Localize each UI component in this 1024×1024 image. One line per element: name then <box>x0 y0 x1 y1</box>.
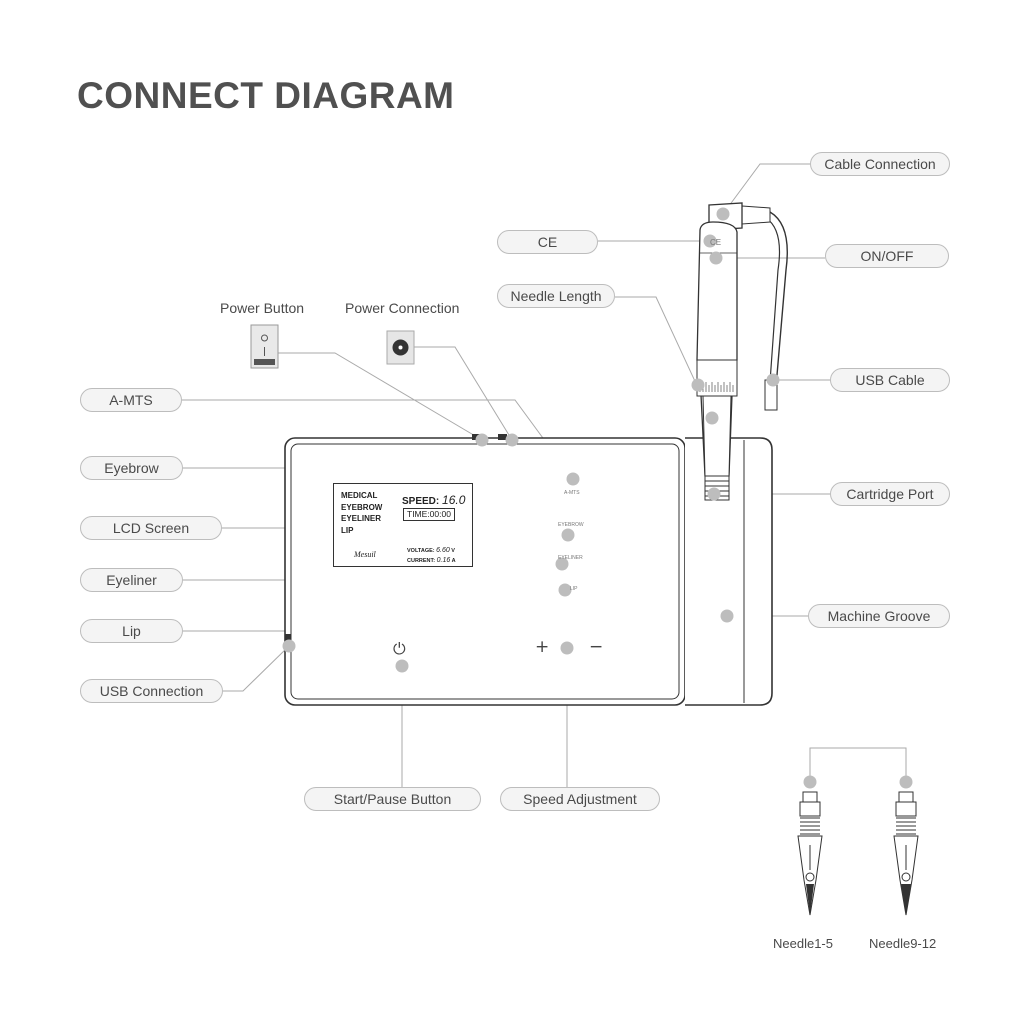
control-box <box>284 434 686 706</box>
dot-speed-adjustment <box>560 641 574 655</box>
label-start-pause: Start/Pause Button <box>304 787 481 811</box>
caption-needle-9-12: Needle9-12 <box>869 936 937 951</box>
power-jack-slot <box>498 434 507 440</box>
label-ce: CE <box>497 230 598 254</box>
control-box-outer <box>284 437 686 706</box>
lcd-voltage-value: 6.60 <box>436 547 450 554</box>
lcd-screen: MEDICAL EYEBROW EYELINER LIP SPEED: 16.0… <box>333 483 473 567</box>
lcd-mode-eyeliner: EYELINER <box>341 514 382 523</box>
dot-needle-9-12 <box>899 775 913 789</box>
lcd-mode-lip: LIP <box>341 525 354 535</box>
lcd-current: CURRENT: 0.16 A <box>407 557 456 564</box>
dot-on-off <box>709 251 723 265</box>
caption-power-connection: Power Connection <box>345 300 460 316</box>
lcd-speed: SPEED: 16.0 <box>402 493 465 507</box>
label-machine-groove: Machine Groove <box>808 604 950 628</box>
device-label-eyebrow: EYEBROW <box>558 522 584 528</box>
lcd-mode-medical: MEDICAL <box>341 491 378 500</box>
lcd-current-label: CURRENT: <box>407 558 436 564</box>
lcd-brand: Mesuil <box>354 550 376 559</box>
dot-power-connection <box>505 433 519 447</box>
label-cable-connection: Cable Connection <box>810 152 950 176</box>
label-eyebrow: Eyebrow <box>80 456 183 480</box>
page-title: CONNECT DIAGRAM <box>77 75 455 116</box>
label-on-off: ON/OFF <box>825 244 949 268</box>
usb-port-slot <box>285 634 291 644</box>
leader-power-button <box>278 352 483 441</box>
label-usb-connection: USB Connection <box>80 679 223 703</box>
dot-ce <box>703 234 717 248</box>
power-connection-icon <box>386 330 415 365</box>
leader-needle-length <box>615 296 713 419</box>
device-label-a-mts: A-MTS <box>564 490 580 496</box>
dot-needle-1-5 <box>803 775 817 789</box>
caption-power-button: Power Button <box>220 300 305 316</box>
usb-cable-wire <box>769 211 788 411</box>
callout-dots <box>282 207 913 789</box>
label-cartridge-port: Cartridge Port <box>830 482 950 506</box>
machine-dock-body <box>685 437 773 706</box>
lcd-voltage: VOLTAGE: 6.60 V <box>407 547 455 554</box>
lcd-speed-label: SPEED: <box>402 496 440 507</box>
dot-machine-groove <box>720 609 734 623</box>
leader-cable-connection <box>722 163 810 215</box>
caption-needle-1-5: Needle1-5 <box>773 936 833 951</box>
label-lcd-screen: LCD Screen <box>80 516 222 540</box>
label-a-mts: A-MTS <box>80 388 182 412</box>
minus-icon: − <box>589 637 604 657</box>
lcd-mode-eyebrow: EYEBROW <box>341 502 383 512</box>
label-lip: Lip <box>80 619 183 643</box>
power-symbol-icon: ⏻ <box>393 639 406 658</box>
label-needle-length: Needle Length <box>497 284 615 308</box>
lcd-mode-list: MEDICAL EYEBROW EYELINER LIP <box>341 490 382 536</box>
cable-strain-relief <box>741 205 771 225</box>
device-label-lip: LIP <box>570 586 578 592</box>
dot-needle-length <box>705 411 719 425</box>
device-label-eyeliner: EYELINER <box>558 555 583 561</box>
needle-9-12-icon <box>893 791 919 916</box>
dot-cartridge-port <box>707 487 721 501</box>
lcd-current-unit: A <box>451 558 456 564</box>
pen-grip <box>702 395 732 477</box>
needle-length-dial <box>696 359 738 397</box>
needle-1-5-icon <box>797 791 823 916</box>
dot-lip <box>558 583 572 597</box>
dot-eyebrow <box>561 528 575 542</box>
dot-cable-connection <box>716 207 730 221</box>
dot-power-button <box>475 433 489 447</box>
label-speed-adjustment: Speed Adjustment <box>500 787 660 811</box>
dot-a-mts <box>566 472 580 486</box>
dot-usb-connection <box>282 639 296 653</box>
lcd-voltage-label: VOLTAGE: <box>407 548 435 554</box>
dot-needle-length-top <box>691 378 705 392</box>
label-eyeliner: Eyeliner <box>80 568 183 592</box>
label-usb-cable: USB Cable <box>830 368 950 392</box>
leader-power-connection <box>410 346 513 441</box>
lcd-voltage-unit: V <box>451 548 455 554</box>
leader-usb-connection <box>223 645 290 692</box>
machine-dock <box>685 437 773 706</box>
lcd-time: TIME:00:00 <box>403 508 455 521</box>
dot-start-pause <box>395 659 409 673</box>
plus-icon: + <box>535 637 550 657</box>
pen-ce-mark: CE <box>710 238 722 247</box>
dot-eyeliner <box>555 557 569 571</box>
lcd-current-value: 0.16 <box>436 557 451 564</box>
power-button-icon <box>250 324 279 369</box>
leader-needles <box>809 747 907 782</box>
dot-usb-cable <box>766 373 780 387</box>
lcd-speed-value: 16.0 <box>442 493 466 507</box>
